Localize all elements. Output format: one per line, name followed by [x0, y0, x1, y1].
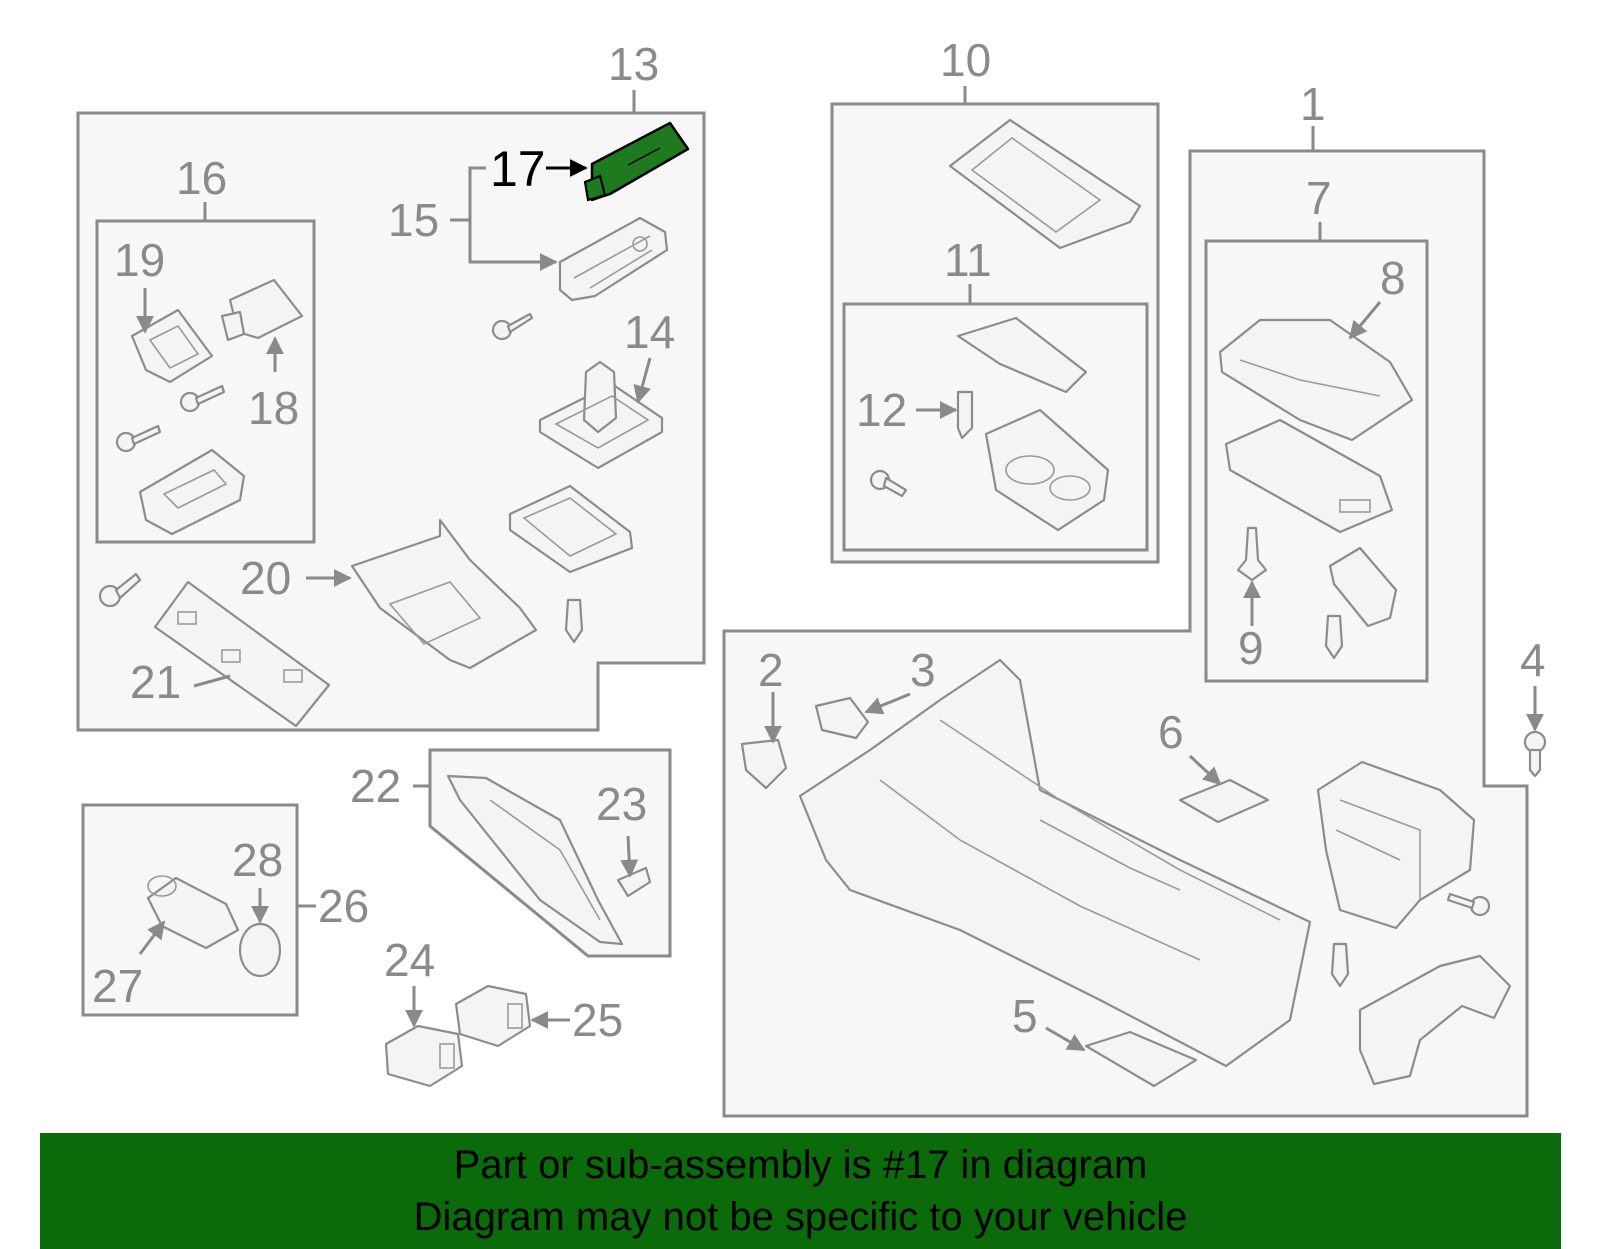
callout-23: 23	[596, 778, 647, 830]
callout-28: 28	[232, 834, 283, 886]
hinge-bracket	[1328, 546, 1398, 628]
callout-4: 4	[1520, 634, 1546, 686]
cup-holder	[984, 408, 1110, 532]
trim-frame	[508, 484, 634, 574]
center-console[interactable]	[798, 658, 1312, 1068]
part-28	[238, 922, 282, 978]
callout-26: 26	[318, 880, 369, 932]
part-3	[814, 696, 870, 740]
callout-8: 8	[1380, 252, 1406, 304]
callout-17: 17	[490, 141, 546, 197]
banner-line-2: Diagram may not be specific to your vehi…	[413, 1195, 1188, 1239]
callout-18: 18	[248, 382, 299, 434]
callout-3: 3	[910, 644, 936, 696]
part-6	[1178, 778, 1270, 824]
part-5	[1084, 1030, 1198, 1088]
part-25	[454, 984, 532, 1048]
callout-15: 15	[388, 194, 439, 246]
callout-5: 5	[1012, 990, 1038, 1042]
part-11-lid	[956, 316, 1088, 394]
screw	[491, 312, 534, 341]
callout-24: 24	[384, 934, 435, 986]
callout-12: 12	[856, 384, 907, 436]
callout-13: 13	[608, 38, 659, 90]
part-22	[446, 774, 624, 946]
part-21	[153, 580, 331, 728]
part-12	[956, 390, 974, 440]
screw	[564, 598, 584, 644]
part-24	[384, 1024, 464, 1088]
part-8	[1218, 318, 1414, 442]
media-port	[138, 448, 246, 536]
part-18	[220, 278, 304, 342]
part-15	[558, 216, 669, 302]
callout-14: 14	[624, 306, 675, 358]
part-9	[1236, 526, 1268, 582]
callout-25: 25	[572, 994, 623, 1046]
callout-21: 21	[130, 656, 181, 708]
banner-line-1: Part or sub-assembly is #17 in diagram	[453, 1143, 1148, 1187]
callout-11: 11	[944, 234, 992, 286]
part-17-highlighted[interactable]	[583, 121, 690, 202]
part-20	[350, 518, 538, 670]
screw	[1446, 892, 1491, 917]
parts-diagram: 13 17 15 16 19 18 14 20 21 10 11 12 1 7 …	[76, 34, 1547, 1118]
callout-1: 1	[1300, 78, 1326, 130]
lower-bracket	[1358, 954, 1512, 1086]
screw	[115, 384, 226, 453]
screw	[1330, 942, 1350, 988]
leader-15	[450, 166, 556, 262]
console-bracket	[1316, 760, 1476, 930]
part-4	[1523, 730, 1547, 778]
screw	[869, 469, 908, 498]
callout-20: 20	[240, 552, 291, 604]
part-10	[948, 118, 1142, 250]
callout-27: 27	[92, 960, 143, 1012]
callout-19: 19	[114, 234, 165, 286]
callout-9: 9	[1238, 622, 1264, 674]
info-banner: Part or sub-assembly is #17 in diagram D…	[40, 1133, 1561, 1249]
callout-6: 6	[1158, 706, 1184, 758]
callout-2: 2	[758, 644, 784, 696]
part-14	[538, 360, 664, 470]
screw	[98, 572, 142, 608]
screw	[1324, 614, 1344, 660]
callout-7: 7	[1306, 172, 1332, 224]
armrest-base	[1224, 418, 1394, 534]
callout-10: 10	[940, 34, 991, 86]
callout-22: 22	[350, 760, 401, 812]
callout-16: 16	[176, 152, 227, 204]
